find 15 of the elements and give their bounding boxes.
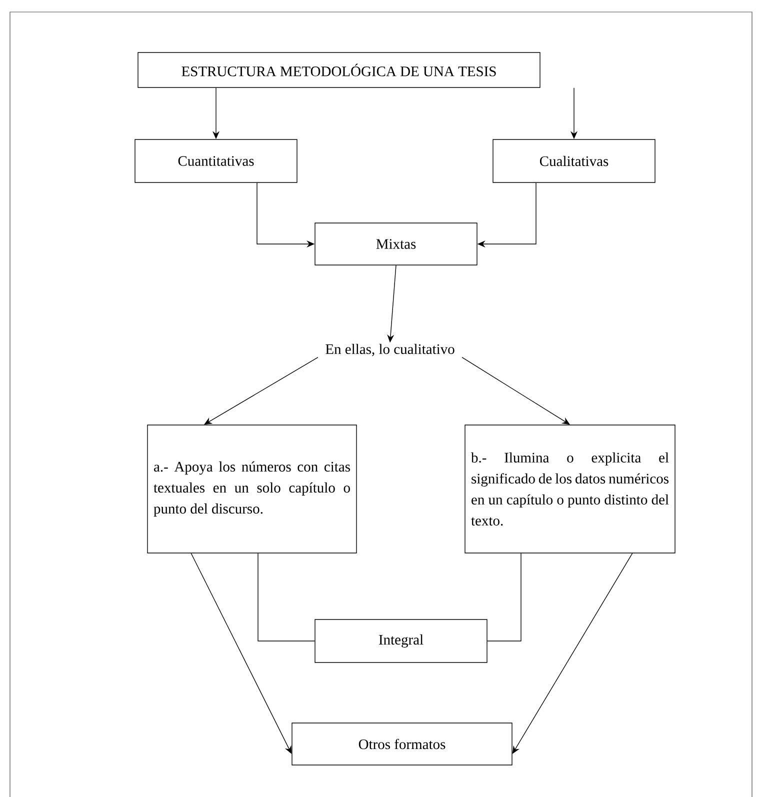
arrow bbox=[512, 553, 633, 754]
process-box: Otros formatos bbox=[292, 722, 512, 766]
flow-text: En ellas, lo cualitativo bbox=[326, 344, 454, 356]
process-box: Mixtas bbox=[314, 222, 478, 266]
title-box: ESTRUCTURA METODOLÓGICA DE UNA TESIS bbox=[138, 52, 540, 88]
connector-line bbox=[258, 553, 315, 642]
arrow bbox=[190, 553, 292, 754]
connector-line bbox=[487, 553, 522, 642]
process-box: Integral bbox=[314, 619, 488, 663]
arrow bbox=[204, 357, 318, 425]
process-box: Cuantitativas bbox=[134, 139, 298, 183]
arrow bbox=[462, 357, 570, 425]
process-box: Cualitativas bbox=[492, 139, 656, 183]
text-box: a.- Apoya los números con citas textuales en un solo capítulo o punto del discurso. bbox=[147, 424, 357, 554]
text-box: b.- Ilumina o explicita el significado de los datos numéricos en un capítulo o punto distinto del texto. bbox=[464, 424, 676, 554]
